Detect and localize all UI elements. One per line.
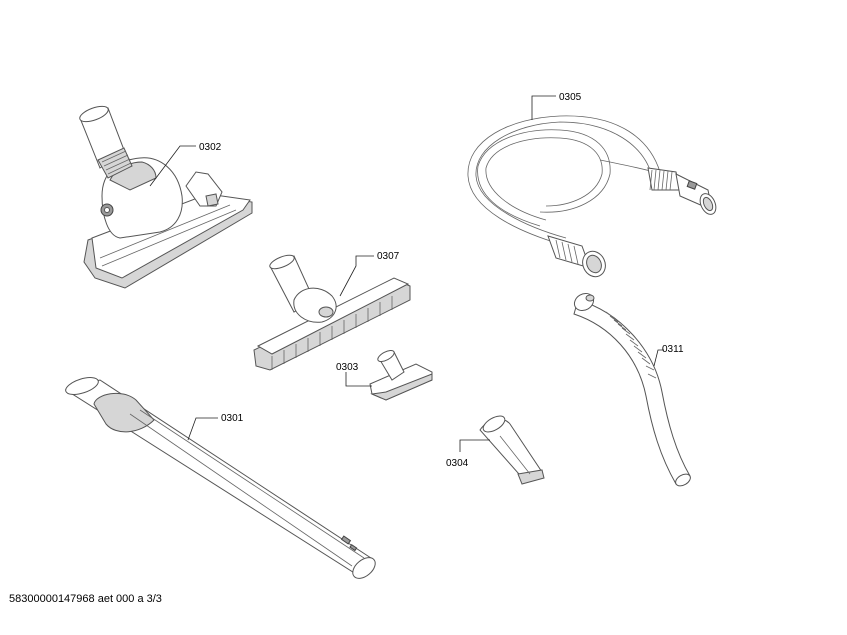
callout-0301: 0301 xyxy=(221,413,244,424)
upholstery-nozzle-drawing xyxy=(369,349,433,401)
callout-0311: 0311 xyxy=(662,344,684,355)
telescopic-tube-drawing xyxy=(64,377,376,579)
callout-0307: 0307 xyxy=(377,251,400,262)
suction-hose-drawing xyxy=(467,115,717,278)
callout-0303: 0303 xyxy=(336,362,359,373)
hose-handle-drawing xyxy=(573,292,691,487)
parquet-nozzle-drawing xyxy=(253,254,411,371)
callout-0304: 0304 xyxy=(446,458,469,469)
floor-nozzle-combi-drawing xyxy=(79,105,253,289)
callout-0305: 0305 xyxy=(559,92,582,103)
crevice-nozzle-drawing xyxy=(479,415,545,485)
callout-0302: 0302 xyxy=(199,142,222,153)
document-id: 58300000147968 aet 000 a 3/3 xyxy=(9,593,162,605)
